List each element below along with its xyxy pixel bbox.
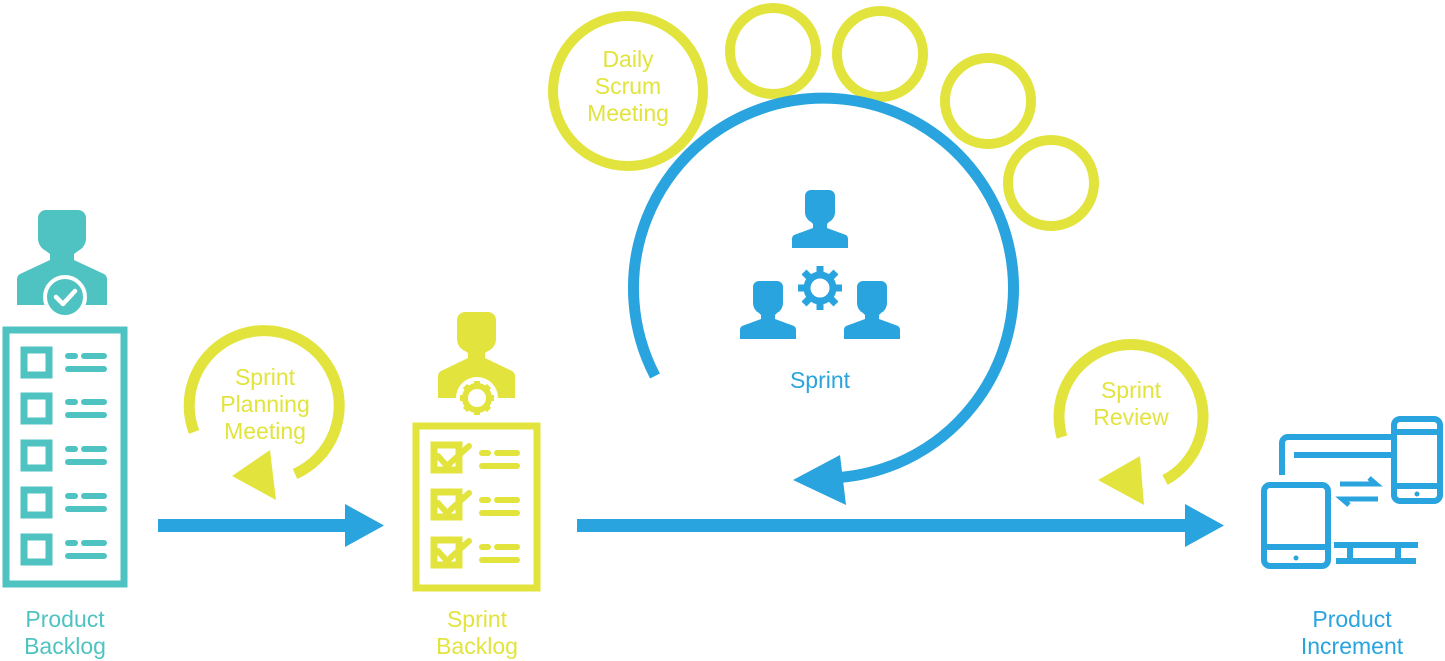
monitor-icon [1279,434,1418,564]
gear-icon [798,266,842,310]
sprint-review-label: Sprint Review [1093,377,1169,430]
product-backlog-icon [2,210,128,588]
team-gear-icon [740,190,900,339]
phone-icon [1391,416,1443,504]
person-icon [844,281,900,339]
team-member-gear-icon [438,312,515,419]
sync-arrows-icon [1335,476,1383,507]
sprint-label: Sprint [789,367,851,393]
daily-circle-icon [725,3,821,99]
product-increment-label: Product Increment [1300,606,1404,659]
daily-scrum-meeting-circle [548,11,708,171]
daily-circle-icon [832,6,928,102]
sprint-backlog-label: Sprint Backlog [436,606,518,659]
tablet-icon [1261,482,1331,569]
sprint-backlog-icon [412,312,541,592]
daily-circle-icon [1003,135,1099,231]
product-owner-icon [17,210,107,319]
daily-scrum-meeting-label: Daily Scrum Meeting [587,46,669,126]
sprint-planning-cycle-icon [183,325,345,500]
daily-circle-icon [940,53,1036,149]
daily-scrum-circles [548,3,1099,231]
flow-arrow-to-product-increment [577,504,1224,547]
person-icon [792,190,848,248]
sprint-checklist-icon [412,422,541,592]
product-backlog-label: Product Backlog [24,606,106,659]
flow-arrow-to-sprint-backlog [158,504,384,547]
sprint-planning-meeting-label: Sprint Planning Meeting [220,364,310,444]
sprint-review-cycle-icon [1053,339,1209,505]
person-icon [740,281,796,339]
devices-sync-icon [1261,416,1443,569]
backlog-checklist-icon [2,326,128,588]
sprint-cycle-icon [627,92,1019,505]
